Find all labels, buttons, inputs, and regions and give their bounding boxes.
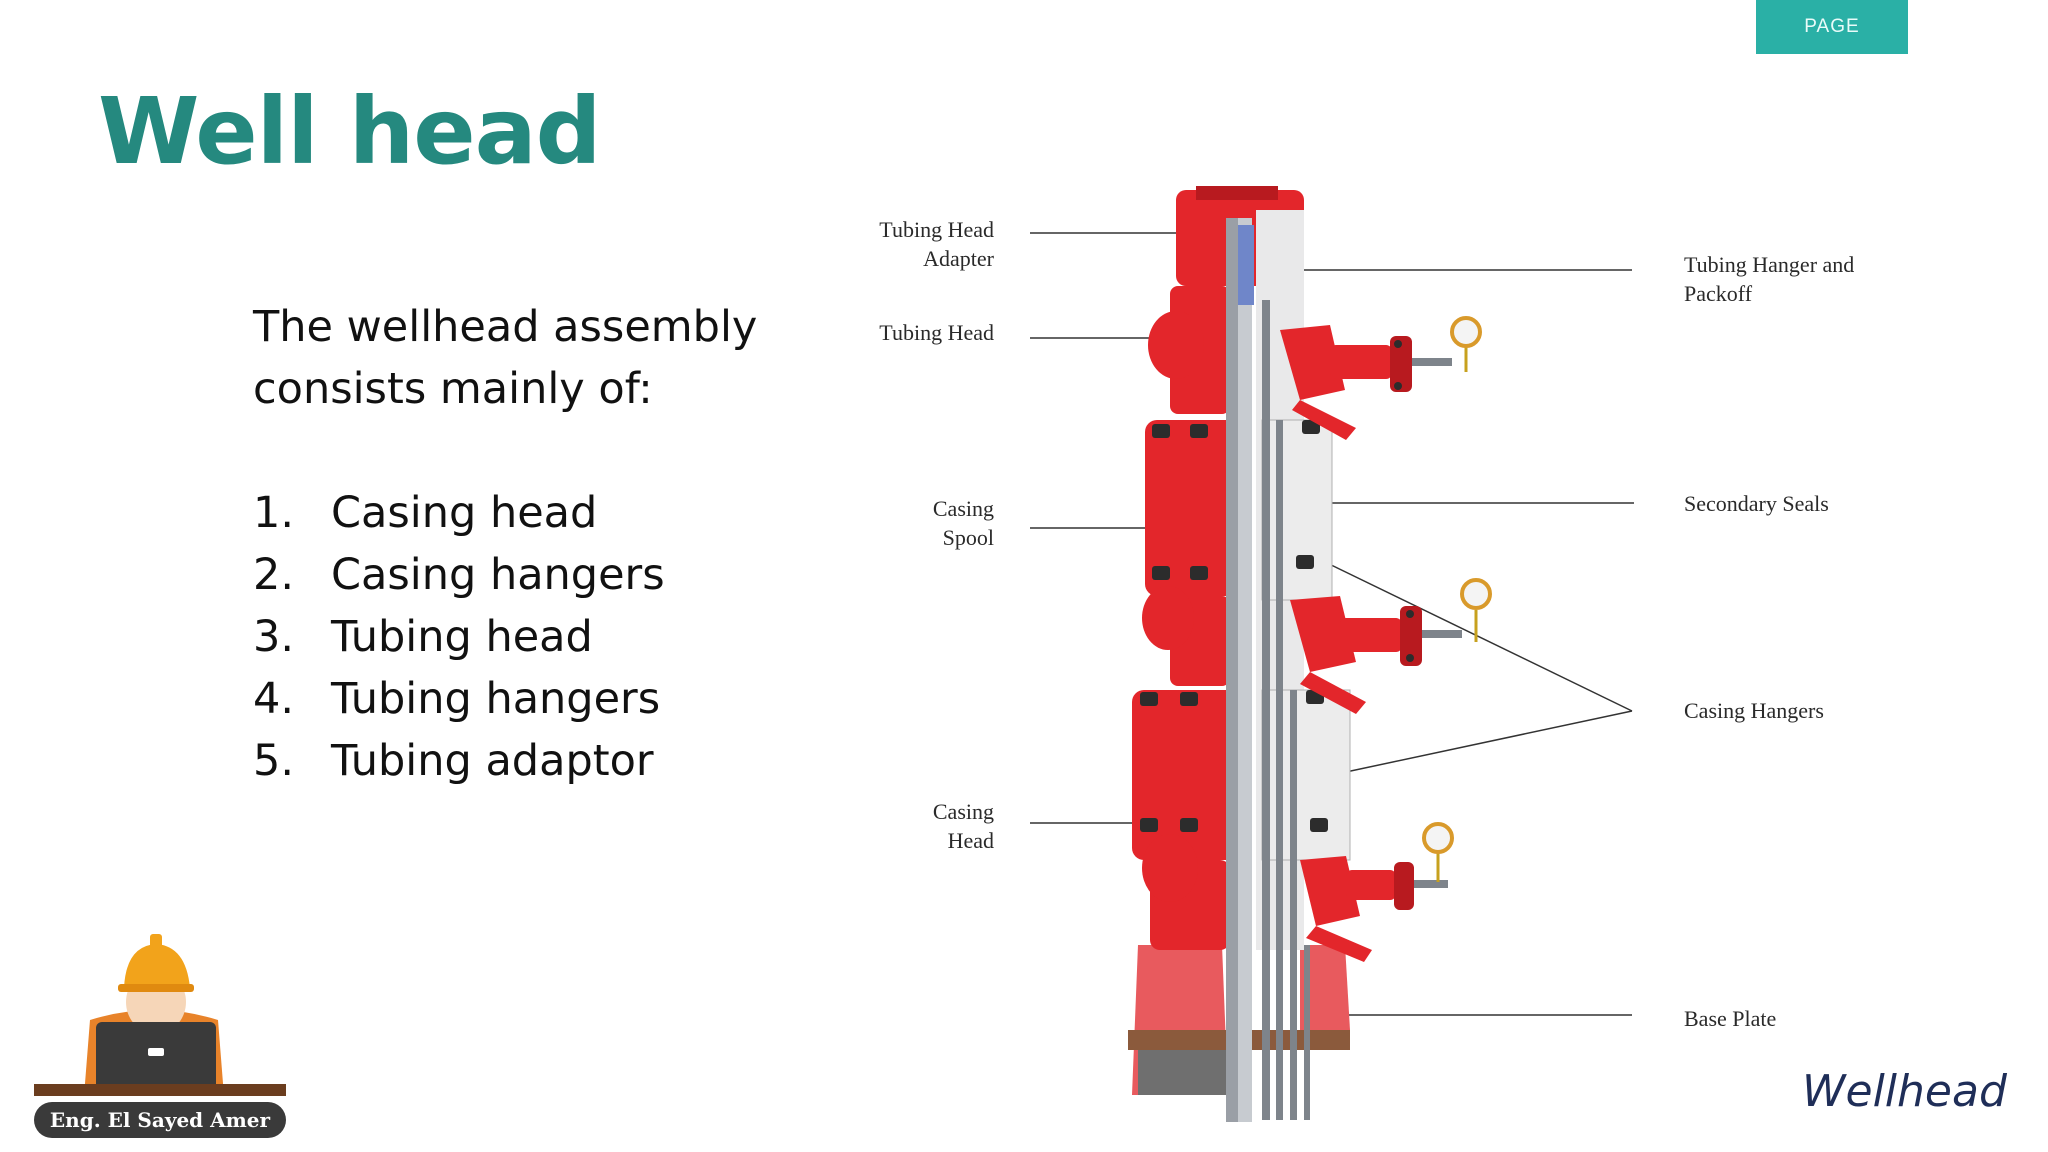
label-casing-spool: Casing Spool: [932, 496, 994, 550]
list-item: 5.Tubing adaptor: [253, 736, 654, 786]
label-tubing-head-adapter: Tubing Head Adapter: [879, 217, 994, 271]
label-tubing-hanger: Tubing Hanger and Packoff: [1684, 252, 1855, 306]
leader-lines: [1030, 232, 1634, 1016]
component-list: 1.Casing head 2.Casing hangers 3.Tubing …: [253, 482, 665, 792]
side-valve-upper: [1280, 316, 1482, 440]
flange-bolts: [1140, 420, 1328, 832]
label-casing-hangers: Casing Hangers: [1684, 698, 1824, 723]
list-item: 3.Tubing head: [253, 612, 593, 662]
side-valves: [1280, 316, 1492, 962]
cutaway-section: [1256, 210, 1351, 950]
intro-text: The wellhead assembly consists mainly of…: [253, 302, 758, 414]
side-valve-middle: [1290, 578, 1492, 714]
author-badge: Eng. El Sayed Amer: [34, 1102, 286, 1138]
page-tab: PAGE: [1756, 0, 1908, 54]
label-base-plate: Base Plate: [1684, 1006, 1777, 1031]
label-casing-head: Casing Head: [932, 799, 994, 853]
pressure-gauge-icon: [1450, 316, 1482, 348]
brand-wordmark: Wellhead: [1802, 1066, 2007, 1117]
slide-title: Well head: [98, 78, 602, 185]
list-item: 4.Tubing hangers: [253, 674, 661, 724]
base-plate: [1128, 945, 1350, 1095]
engineer-with-laptop-icon: [34, 934, 286, 1096]
pipes: [1226, 218, 1310, 1122]
wellhead-body: [1132, 186, 1304, 950]
pressure-gauge-icon: [1422, 822, 1454, 854]
list-item: 1.Casing head: [253, 488, 598, 538]
list-item: 2.Casing hangers: [253, 550, 665, 600]
side-valve-lower: [1300, 822, 1454, 962]
pressure-gauge-icon: [1460, 578, 1492, 610]
label-secondary-seals: Secondary Seals: [1684, 491, 1829, 516]
label-tubing-head: Tubing Head: [879, 320, 994, 345]
